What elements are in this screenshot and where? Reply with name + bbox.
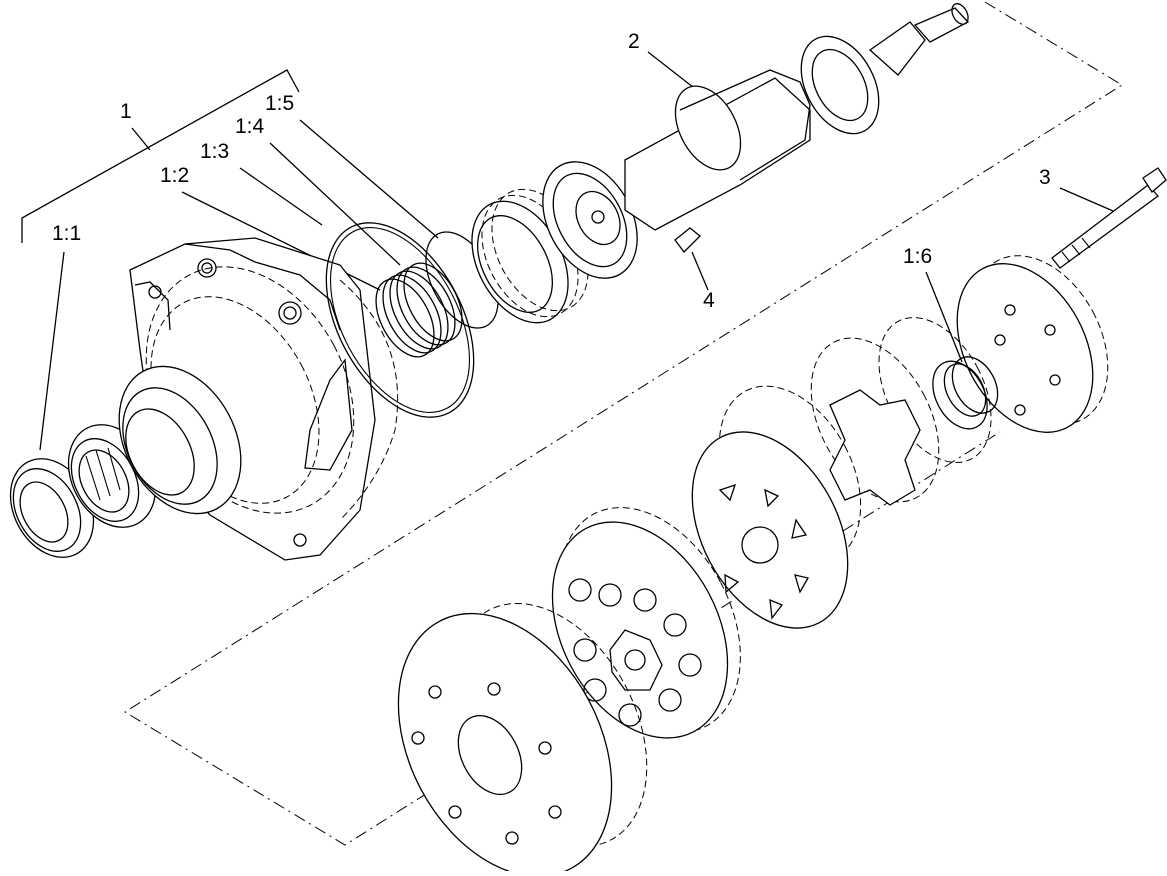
leader-1-1 [39, 251, 65, 451]
callout-4: 4 [703, 289, 715, 312]
drive-shaft [624, 3, 970, 231]
bracket-item-1 [21, 69, 300, 243]
gerotor-star [810, 337, 940, 506]
leader-3 [1059, 187, 1121, 215]
callout-1-3: 1:3 [200, 140, 229, 163]
woodruff-key [674, 227, 701, 253]
spring-set [375, 262, 463, 358]
mounting-flange [397, 602, 648, 876]
gerotor-ring [551, 507, 741, 739]
leader-1-4 [269, 142, 401, 266]
valve-plate [691, 385, 862, 629]
end-cover [956, 255, 1109, 433]
callout-2: 2 [628, 30, 640, 53]
callout-1-6: 1:6 [903, 245, 932, 268]
leader-1-3 [239, 167, 323, 226]
leader-1-6 [925, 271, 963, 363]
callout-3: 3 [1039, 166, 1051, 189]
callout-1-2: 1:2 [160, 164, 189, 187]
callout-1: 1 [120, 100, 132, 123]
callout-1-1: 1:1 [52, 222, 81, 245]
leader-4 [691, 251, 709, 291]
cap-screw [1051, 167, 1167, 269]
leader-1-5 [299, 119, 439, 239]
callout-1-4: 1:4 [235, 115, 265, 138]
motor-housing [118, 237, 399, 561]
callout-1-5: 1:5 [265, 92, 294, 115]
